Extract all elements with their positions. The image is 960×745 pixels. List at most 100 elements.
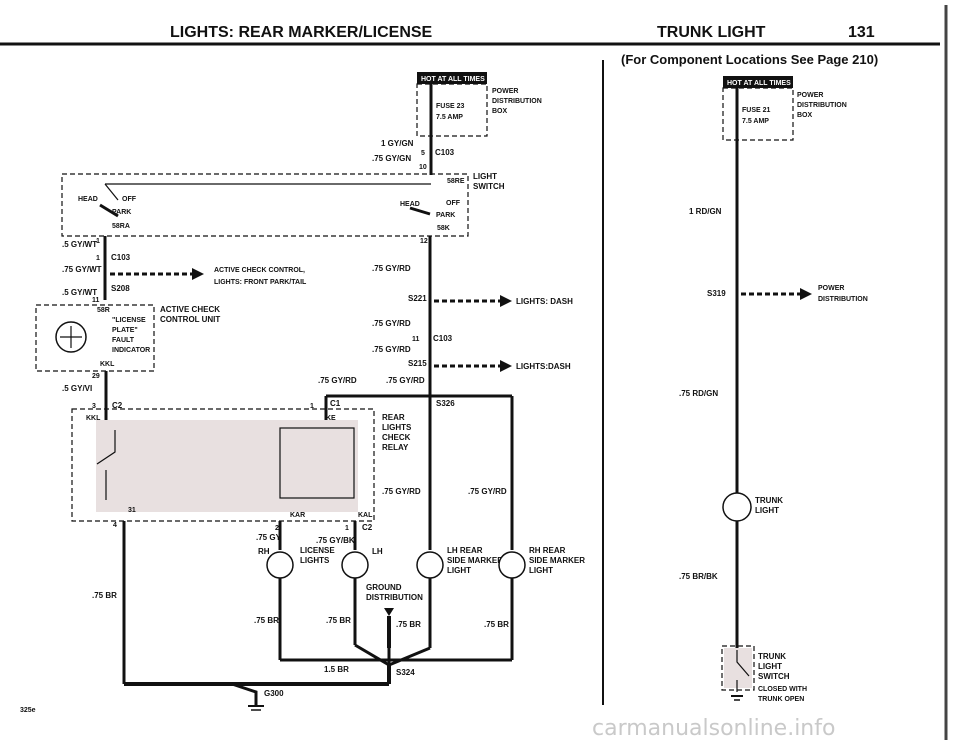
trunk-light-1: TRUNK — [755, 496, 783, 505]
pin-2: 2 — [275, 525, 279, 532]
wire-75gyrd-c: .75 GY/RD — [372, 345, 411, 354]
pin-12: 12 — [420, 238, 428, 245]
trunk-switch-box — [721, 645, 755, 691]
wire-75gywt: .75 GY/WT — [62, 265, 102, 274]
power-dist-right-1: POWER — [797, 92, 823, 99]
pin-3: 3 — [92, 403, 96, 410]
hot-badge-left-text: HOT AT ALL TIMES — [421, 76, 485, 83]
trunk-light-bulb — [722, 492, 752, 522]
license-lights-1: LICENSE — [300, 546, 335, 555]
locations-note: (For Component Locations See Page 210) — [621, 52, 878, 67]
lh-rear-1: LH REAR — [447, 546, 483, 555]
light-switch-label-2: SWITCH — [473, 182, 505, 191]
wire-5gywt-b: .5 GY/WT — [62, 288, 97, 297]
pin-1d: 1 — [345, 525, 349, 532]
splice-s319: S319 — [707, 289, 726, 298]
trunk-switch-2: LIGHT — [758, 662, 782, 671]
hot-badge-left — [417, 72, 487, 84]
wire-75gyrd-e: .75 GY/RD — [386, 376, 425, 385]
fuse-box-right — [722, 87, 794, 141]
trunk-switch-1: TRUNK — [758, 652, 786, 661]
wire-75gygn: .75 GY/GN — [372, 154, 411, 163]
ground-dist-1: GROUND — [366, 583, 402, 592]
ground-dist-2: DISTRIBUTION — [366, 593, 423, 602]
park-right: PARK — [436, 212, 455, 219]
light-switch-box — [61, 173, 469, 237]
splice-s215: S215 — [408, 359, 427, 368]
switch-blade-left — [99, 203, 119, 218]
lh-rear-2: SIDE MARKER — [447, 556, 503, 565]
arrow-head-active-check — [192, 268, 204, 280]
term-kar: KAR — [290, 512, 305, 519]
wire-75gybk: .75 GY/BK — [316, 536, 355, 545]
power-dist2-1: POWER — [818, 285, 844, 292]
wire-75br-d: .75 BR — [396, 620, 421, 629]
splice-s324: S324 — [396, 668, 415, 677]
term-kal: KAL — [358, 512, 373, 519]
active-check-1: ACTIVE CHECK CONTROL, — [214, 267, 305, 274]
fuse-amp-left: 7.5 AMP — [436, 114, 463, 121]
license-fault-3: FAULT — [112, 337, 135, 344]
relay-label-1: REAR — [382, 413, 405, 422]
relay-box — [71, 408, 375, 522]
pin-29: 29 — [92, 373, 100, 380]
head-left: HEAD — [78, 196, 98, 203]
fuse-box-left — [416, 83, 488, 137]
splice-s208: S208 — [111, 284, 130, 293]
c103-low: C103 — [433, 334, 453, 343]
term-58re: 58RE — [447, 178, 465, 185]
license-light-rh — [266, 551, 294, 579]
rh-rear-3: LIGHT — [529, 566, 553, 575]
wire-75brbk: .75 BR/BK — [679, 572, 718, 581]
conn-c1: C1 — [330, 399, 341, 408]
wire-15br: 1.5 BR — [324, 665, 349, 674]
relay-label-2: LIGHTS — [382, 423, 412, 432]
active-check-2: LIGHTS: FRONT PARK/TAIL — [214, 279, 307, 286]
term-58k: 58K — [437, 225, 450, 232]
relay-label-3: CHECK — [382, 433, 411, 442]
closed-note-2: TRUNK OPEN — [758, 696, 804, 703]
trunk-light-2: LIGHT — [755, 506, 779, 515]
relay-coil — [279, 427, 355, 499]
term-58r: 58R — [97, 307, 110, 314]
wire-75br-e: .75 BR — [484, 620, 509, 629]
power-dist-right-3: BOX — [797, 112, 813, 119]
head-right: HEAD — [400, 201, 420, 208]
term-58ra: 58RA — [112, 223, 130, 230]
ground-g300: G300 — [264, 689, 284, 698]
left-title: LIGHTS: REAR MARKER/LICENSE — [170, 24, 433, 41]
splice-s221: S221 — [408, 294, 427, 303]
wire-75br-a: .75 BR — [92, 591, 117, 600]
c103-mid: C103 — [111, 253, 131, 262]
wire-75rdgn: .75 RD/GN — [679, 389, 718, 398]
license-fault-4: INDICATOR — [112, 347, 150, 354]
pin-5: 5 — [421, 150, 425, 157]
page-number: 131 — [848, 24, 875, 41]
lights-dash-a: LIGHTS: DASH — [516, 297, 573, 306]
pin-31: 31 — [128, 507, 136, 514]
pin-1c: 1 — [310, 403, 314, 410]
acu-label-2: CONTROL UNIT — [160, 315, 220, 324]
acu-label-1: ACTIVE CHECK — [160, 305, 220, 314]
pin-11: 11 — [92, 297, 100, 304]
power-dist-left-3: BOX — [492, 108, 508, 115]
relay-contact — [96, 430, 116, 500]
wire-75gyrd-g: .75 GY/RD — [468, 487, 507, 496]
wire-5gywt-a: .5 GY/WT — [62, 240, 97, 249]
trunk-switch-contact — [736, 650, 750, 692]
wire-1rdgn: 1 RD/GN — [689, 207, 722, 216]
park-left: PARK — [112, 209, 131, 216]
power-dist-right-2: DISTRIBUTION — [797, 102, 847, 109]
fuse-amp-right: 7.5 AMP — [742, 118, 769, 125]
power-dist-left-1: POWER — [492, 88, 518, 95]
lh-side-marker — [416, 551, 444, 579]
hot-badge-right-text: HOT AT ALL TIMES — [727, 80, 791, 87]
wire-75br-c: .75 BR — [326, 616, 351, 625]
license-fault-2: PLATE" — [112, 327, 138, 334]
acu-box — [35, 304, 155, 372]
wire-75gyrd-d: .75 GY/RD — [318, 376, 357, 385]
wire-5gyvi: .5 GY/VI — [62, 384, 92, 393]
light-switch-label-1: LIGHT — [473, 172, 497, 181]
rh-label: RH — [258, 547, 270, 556]
license-fault-1: "LICENSE — [112, 317, 146, 324]
